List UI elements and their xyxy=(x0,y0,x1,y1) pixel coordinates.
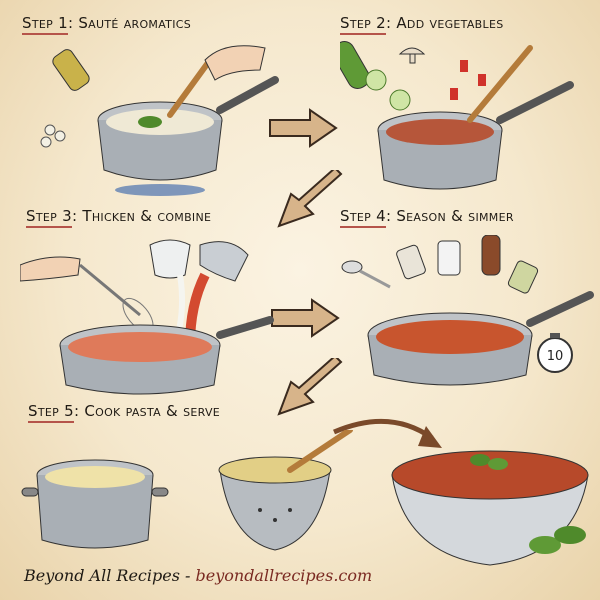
footer-url[interactable]: beyondallrecipes.com xyxy=(195,566,373,585)
serving-bowl-icon xyxy=(391,450,589,566)
step-2-number: Step 2 xyxy=(340,14,386,35)
step-3-title: Step 3: Thicken & combine xyxy=(26,207,212,228)
mushroom-icon xyxy=(398,47,426,64)
curved-arrow-icon xyxy=(333,418,442,448)
wooden-spoon-icon xyxy=(467,45,533,123)
arrow-right-2-icon xyxy=(271,298,340,338)
hand-icon xyxy=(204,45,266,81)
timer-icon: 10 xyxy=(537,333,573,373)
step-2-title: Step 2: Add vegetables xyxy=(340,14,504,35)
step-3-illustration xyxy=(20,239,274,395)
step-2-illustration xyxy=(340,41,574,190)
chili-flakes-jar-icon xyxy=(396,244,426,280)
oil-bottle-icon xyxy=(52,49,90,91)
basil-garnish-icon xyxy=(470,454,586,554)
step-5-illustration xyxy=(21,430,589,566)
arrow-down-left-2-icon xyxy=(277,358,343,416)
footer-brand: Beyond All Recipes xyxy=(24,566,180,585)
step-1-title: Step 1: Sauté aromatics xyxy=(22,14,192,35)
footer-separator: - xyxy=(179,566,196,585)
cucumber-icon xyxy=(340,41,411,111)
arrow-right-1-icon xyxy=(269,108,338,148)
pepper-pieces-icon xyxy=(450,60,486,100)
saucepan-icon xyxy=(59,316,274,395)
step-4-title: Step 4: Season & simmer xyxy=(340,207,514,228)
step-5-label: Cook pasta & serve xyxy=(84,402,221,420)
wooden-spoon-icon xyxy=(167,57,213,118)
spoon-icon xyxy=(341,260,391,289)
step-4-illustration: 10 xyxy=(341,235,594,386)
skillet-icon xyxy=(367,291,594,386)
colander-icon xyxy=(218,430,353,551)
pasta-pot-icon xyxy=(21,459,169,549)
herb-jar-icon xyxy=(507,260,539,294)
pepper-mill-icon xyxy=(481,235,501,276)
step-3-label: Thicken & combine xyxy=(82,207,212,225)
arrow-down-left-1-icon xyxy=(277,170,343,228)
saucepan-icon xyxy=(97,76,279,196)
milk-pitcher-icon xyxy=(149,239,191,336)
step-5-number: Step 5 xyxy=(28,402,74,423)
step-1-label: Sauté aromatics xyxy=(78,14,192,32)
step-2-label: Add vegetables xyxy=(396,14,504,32)
hand-whisk-icon xyxy=(20,256,154,333)
step-4-label: Season & simmer xyxy=(396,207,514,225)
footer-credit: Beyond All Recipes - beyondallrecipes.co… xyxy=(24,566,372,585)
salt-shaker-icon xyxy=(437,240,461,276)
basil-icon xyxy=(138,116,162,128)
step-4-number: Step 4 xyxy=(340,207,386,228)
garlic-icon xyxy=(40,124,66,148)
step-3-number: Step 3 xyxy=(26,207,72,228)
step-1-number: Step 1 xyxy=(22,14,68,35)
step-1-illustration xyxy=(40,45,279,196)
step-5-title: Step 5: Cook pasta & serve xyxy=(28,402,221,423)
timer-value: 10 xyxy=(547,349,564,364)
